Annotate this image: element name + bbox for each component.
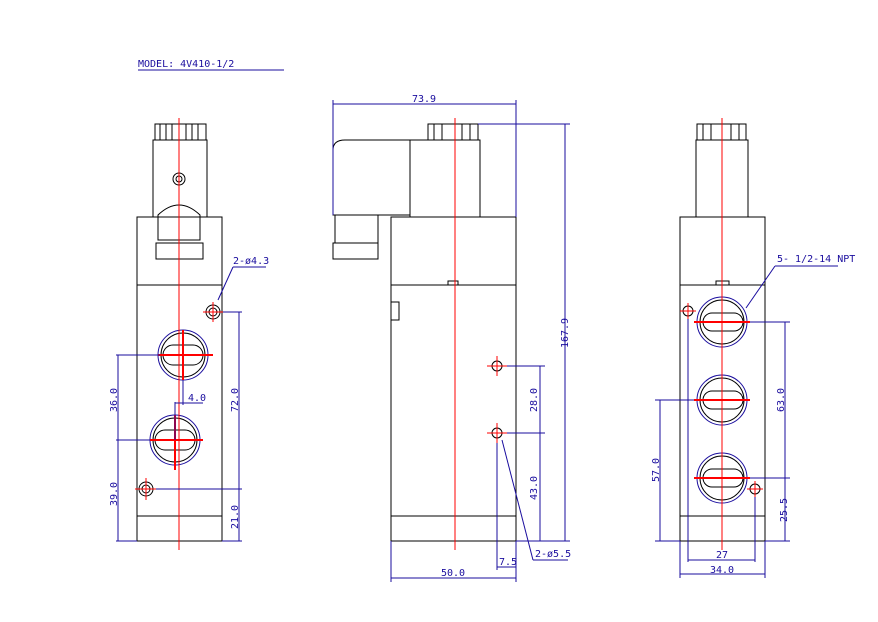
- dim-25-5: 25.5: [779, 498, 790, 522]
- model-title: MODEL: 4V410-1/2: [138, 59, 234, 70]
- dim-50: 50.0: [441, 568, 465, 579]
- hole-note: 2-ø4.3: [233, 256, 269, 267]
- dim-57: 57.0: [651, 458, 662, 482]
- port-note: 5- 1/2-14 NPT: [777, 254, 855, 265]
- connector: [157, 204, 201, 241]
- hole-note-5-5: 2-ø5.5: [535, 549, 571, 560]
- side-view: 73.9 167.9 28.0 43.0 7.5 2-ø5.5 50.0: [332, 94, 571, 582]
- dim-167-9: 167.9: [560, 318, 571, 348]
- dim-36: 36.0: [109, 388, 120, 412]
- dim-4: 4.0: [188, 393, 206, 404]
- rear-view: 5- 1/2-14 NPT 63.0 25.5 57.0 27 34.0: [651, 118, 855, 578]
- dim-73-9: 73.9: [412, 94, 436, 105]
- dim-34: 34.0: [710, 565, 734, 576]
- dim-27: 27: [716, 550, 728, 561]
- dim-28: 28.0: [529, 388, 540, 412]
- dim-43: 43.0: [529, 476, 540, 500]
- valve-body: [390, 216, 517, 542]
- dim-21: 21.0: [230, 505, 241, 529]
- connector: [332, 139, 411, 216]
- dim-72: 72.0: [230, 388, 241, 412]
- dim-63: 63.0: [776, 388, 787, 412]
- solenoid-coil: [409, 139, 481, 218]
- front-view: 2-ø4.3 4.0 36.0 39.0 72.0 21.0: [109, 118, 269, 550]
- dim-7-5: 7.5: [499, 557, 517, 568]
- dim-39: 39.0: [109, 482, 120, 506]
